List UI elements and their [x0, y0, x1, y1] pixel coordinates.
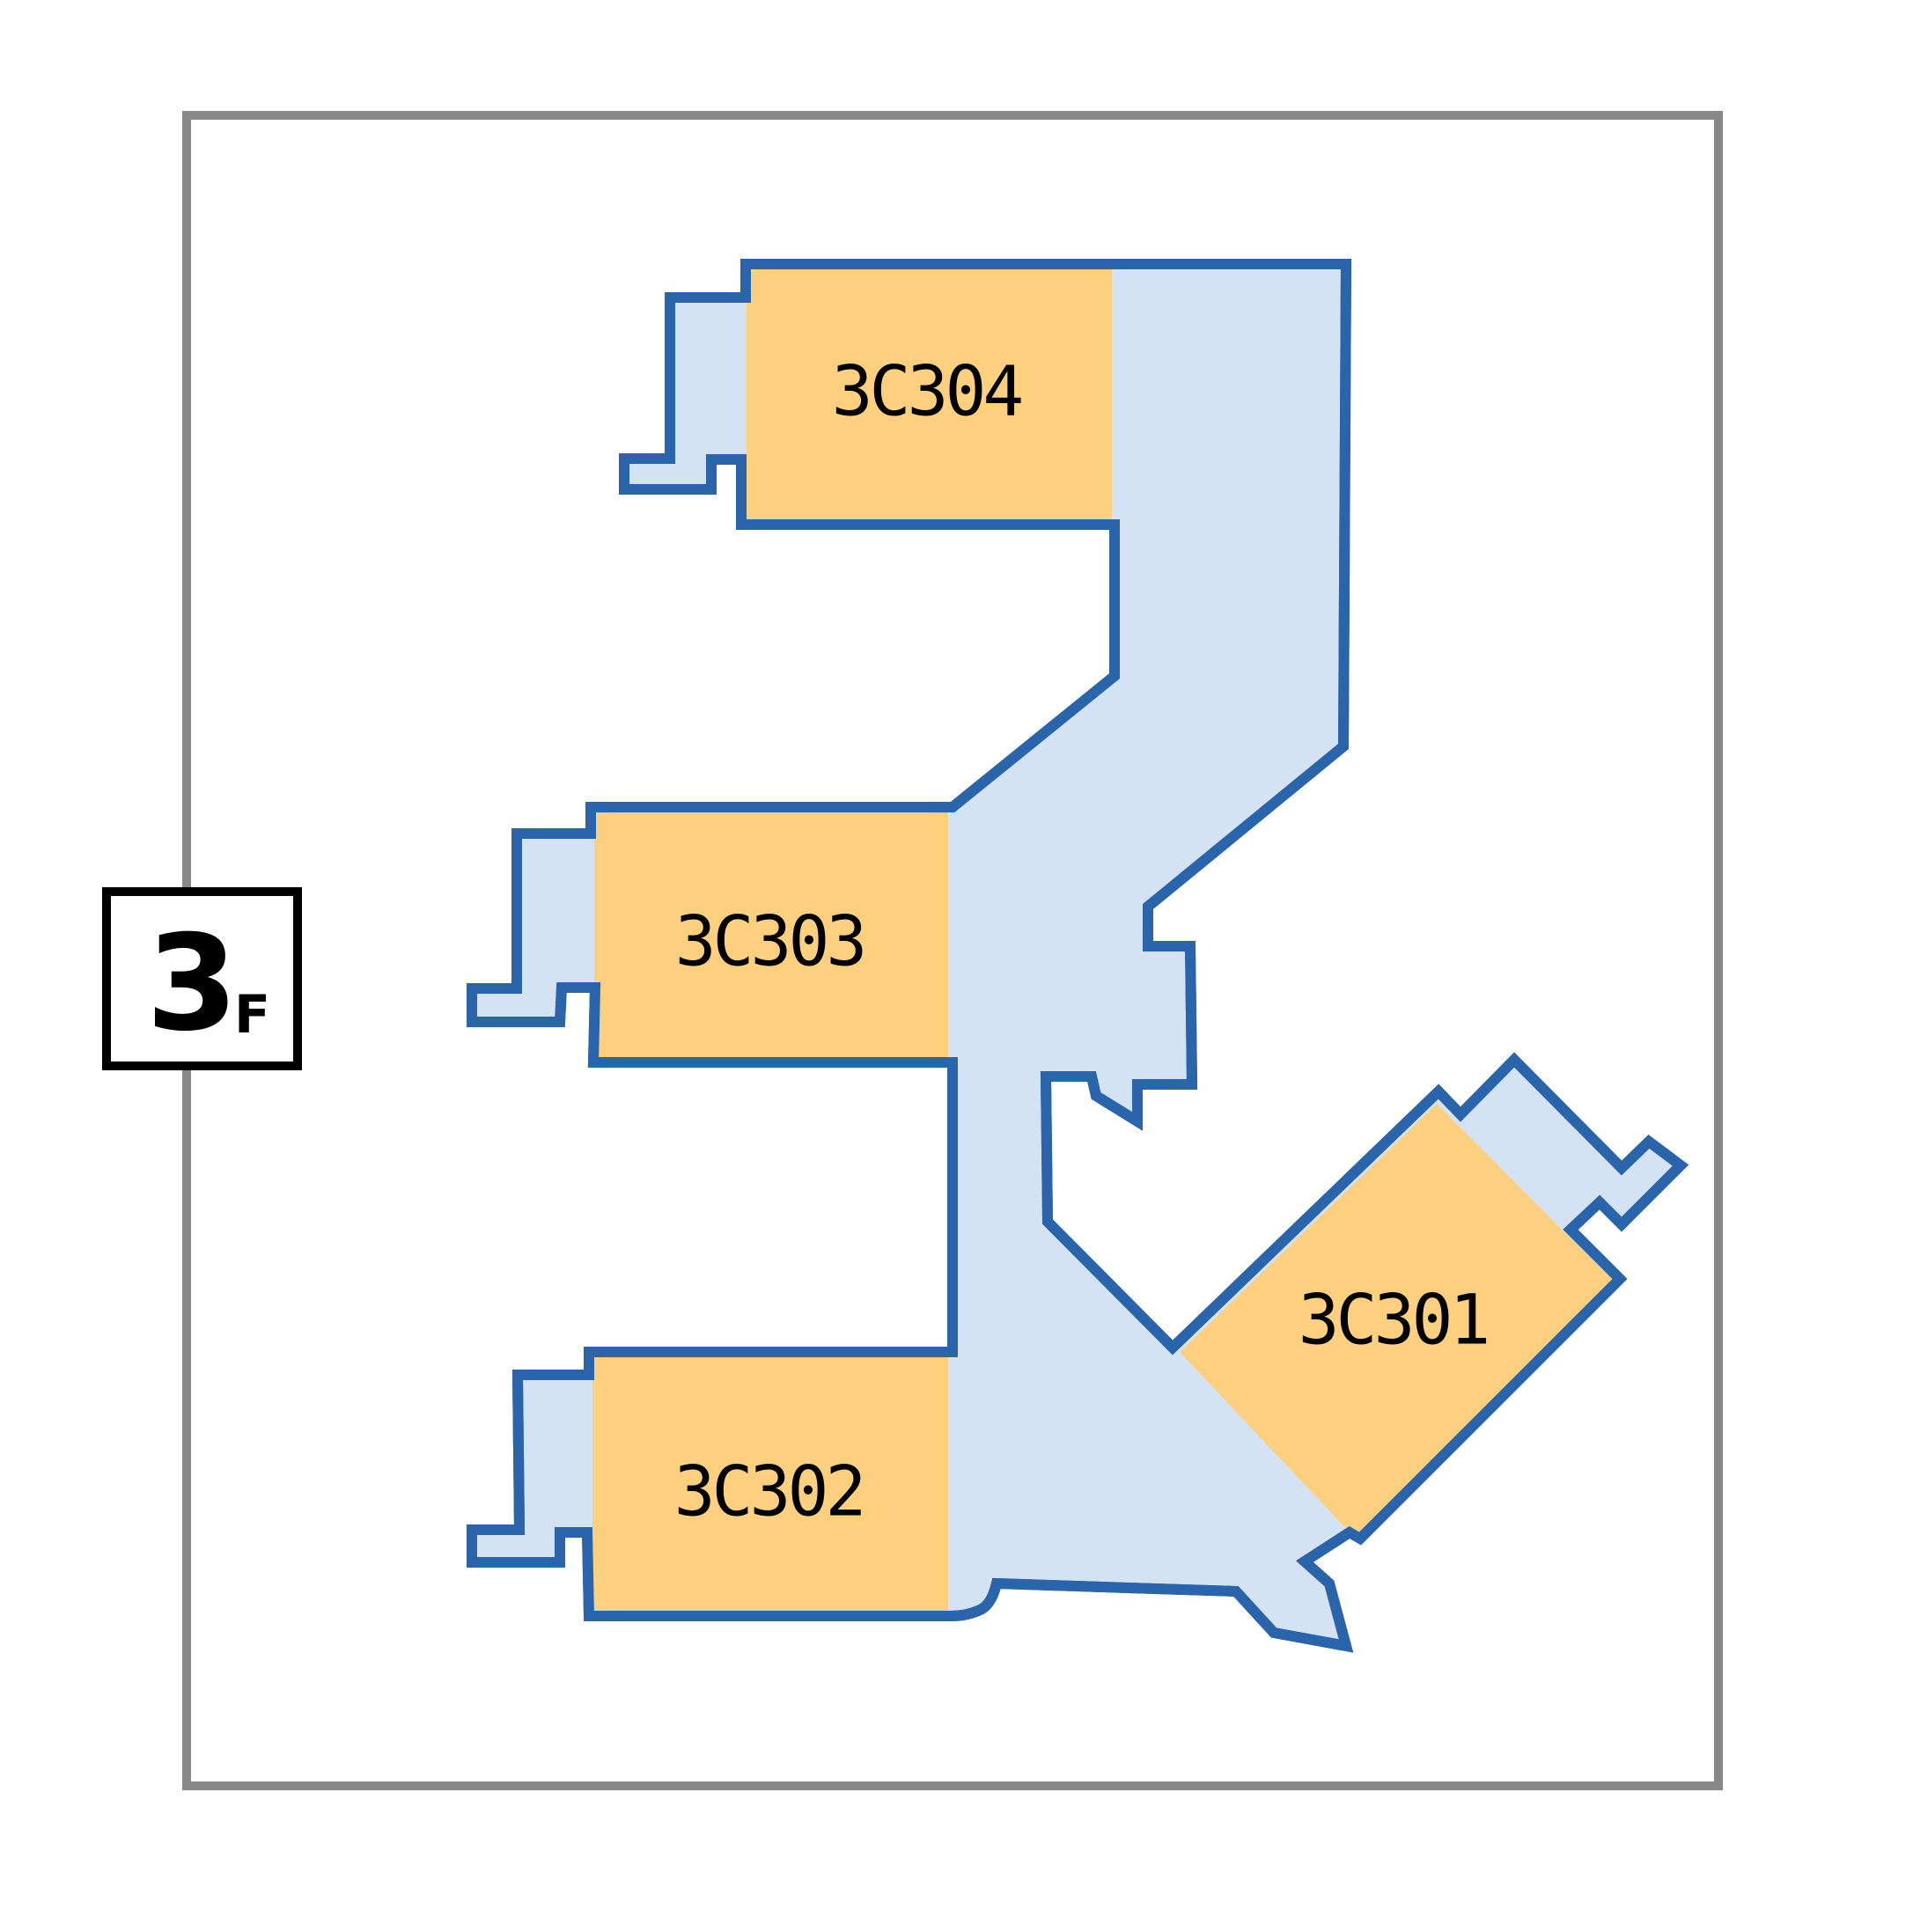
- room-3C303[interactable]: [594, 812, 948, 1057]
- room-3C304[interactable]: [747, 269, 1112, 519]
- building-outline: [467, 259, 1689, 1653]
- room-label-3C303: 3C303: [675, 902, 865, 981]
- room-3C302[interactable]: [592, 1357, 948, 1611]
- room-3C301[interactable]: [1180, 1104, 1616, 1539]
- room-label-3C304: 3C304: [832, 352, 1022, 431]
- floor-suffix: F: [234, 984, 270, 1046]
- floor-number: 3: [146, 907, 239, 1061]
- floor-indicator: 3 F: [102, 887, 302, 1070]
- room-label-3C302: 3C302: [674, 1452, 864, 1532]
- room-label-3C301: 3C301: [1299, 1281, 1488, 1360]
